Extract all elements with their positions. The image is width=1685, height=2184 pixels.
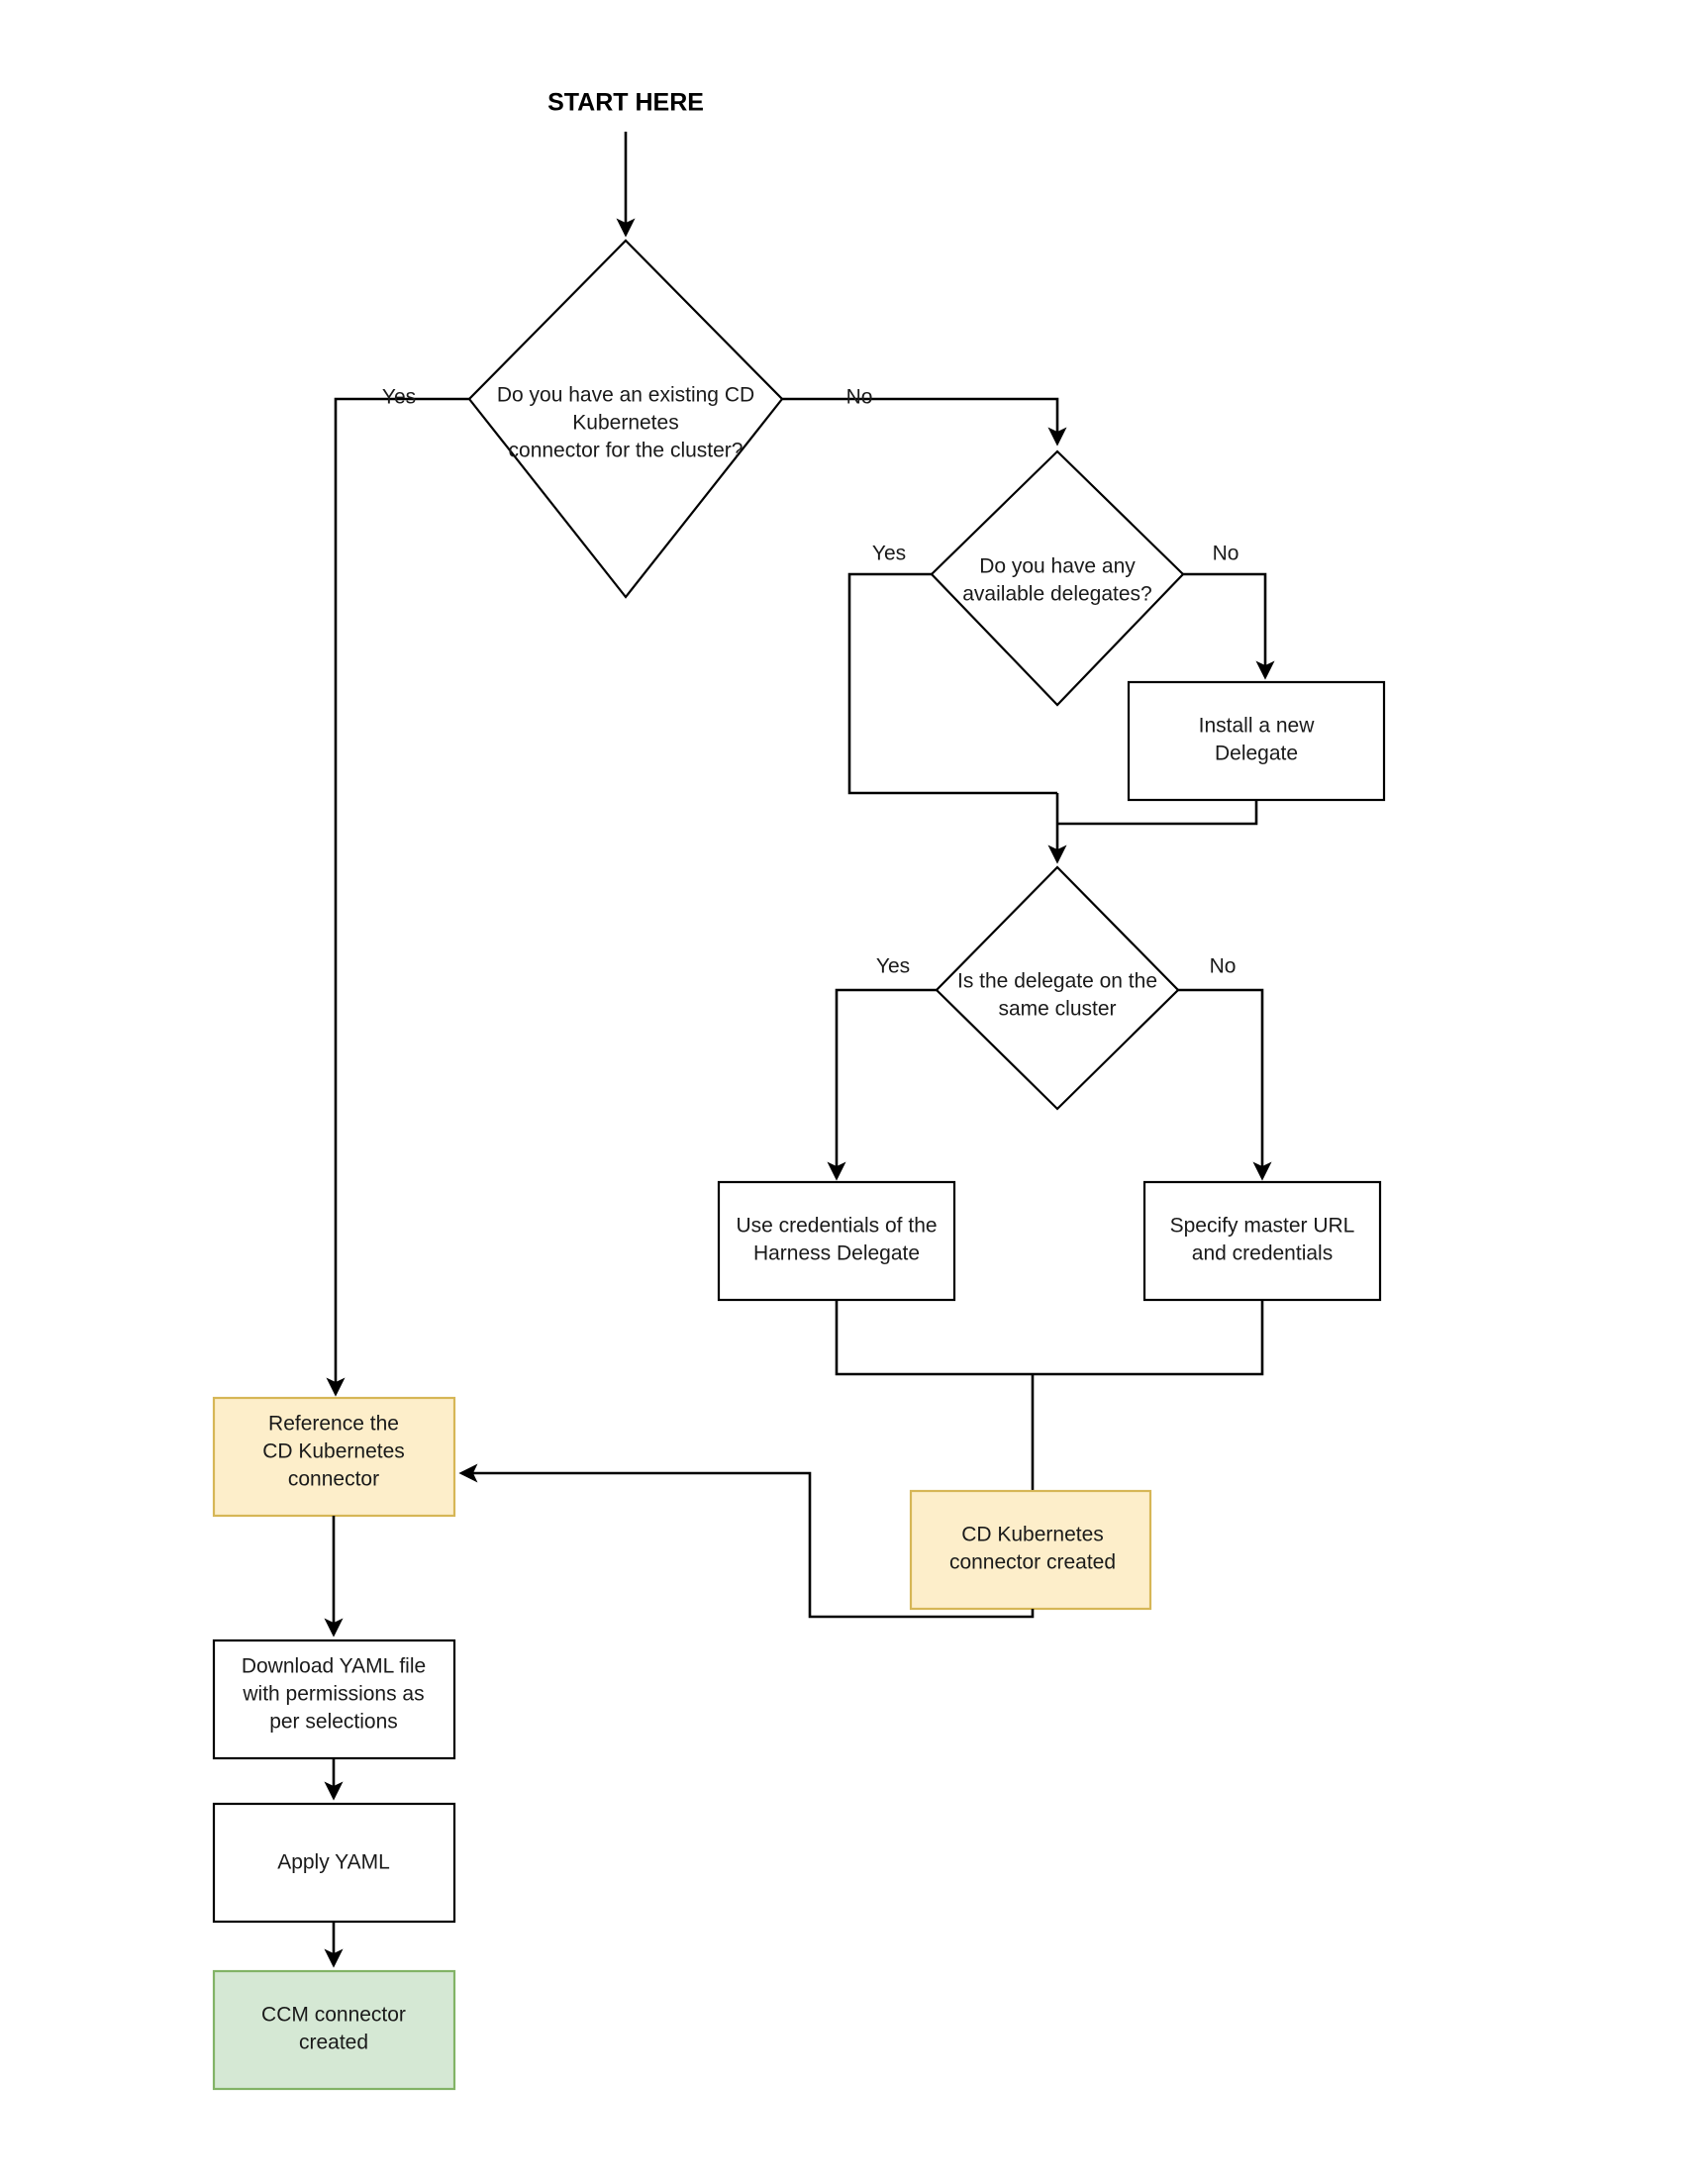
process-use-delegate-credentials-line-2: Harness Delegate (753, 1242, 920, 1265)
decision-delegate-same-cluster[interactable] (935, 865, 1180, 1111)
process-cd-connector-created-line-1: CD Kubernetes (961, 1524, 1104, 1546)
edge-label-d2-no: No (1213, 543, 1239, 565)
edge-label-d1-no: No (846, 386, 873, 409)
process-specify-master-url[interactable] (1142, 1180, 1382, 1302)
process-apply-yaml-line-1: Apply YAML (277, 1851, 390, 1874)
edge-label-d3-no: No (1210, 955, 1237, 978)
process-ccm-connector-created[interactable] (212, 1969, 456, 2091)
process-download-yaml-line-2: with permissions as (242, 1683, 424, 1706)
process-install-new-delegate-line-2: Delegate (1215, 743, 1298, 765)
edge-d2-yes (847, 572, 1057, 795)
edge-d3-yes (827, 988, 937, 1181)
decision-delegate-same-cluster-line-2: same cluster (998, 998, 1116, 1021)
decision-existing-cd-connector-line-3: connector for the cluster? (509, 440, 743, 462)
decision-available-delegates-line-1: Do you have any (979, 555, 1136, 578)
edge-d2-no (1183, 572, 1275, 680)
decision-delegate-same-cluster-line-1: Is the delegate on the (957, 970, 1157, 993)
decision-available-delegates-line-2: available delegates? (962, 583, 1151, 606)
decision-existing-cd-connector[interactable] (467, 239, 784, 599)
process-download-yaml-line-3: per selections (269, 1711, 398, 1734)
edge-install-to-d3-join (1057, 800, 1258, 826)
process-ccm-connector-created-line-1: CCM connector (261, 2004, 406, 2027)
process-install-new-delegate[interactable] (1127, 680, 1386, 802)
edge-d1-yes (326, 397, 469, 1397)
process-ccm-connector-created-line-2: created (299, 2032, 368, 2054)
process-cd-connector-created[interactable] (909, 1489, 1152, 1611)
edge-cd-created-to-reference (458, 1463, 1035, 1619)
edge-label-d3-yes: Yes (876, 955, 910, 978)
edge-label-d1-yes: Yes (382, 386, 416, 409)
process-reference-cd-connector-line-2: CD Kubernetes (262, 1440, 405, 1463)
edge-merge-to-cd-created (835, 1300, 1264, 1376)
edge-d1-no (782, 397, 1067, 447)
process-reference-cd-connector-line-3: connector (288, 1468, 379, 1491)
start-here-label: START HERE (547, 89, 704, 117)
process-cd-connector-created-line-2: connector created (949, 1551, 1116, 1574)
process-specify-master-url-line-2: and credentials (1192, 1242, 1333, 1265)
process-use-delegate-credentials-line-1: Use credentials of the (736, 1215, 937, 1238)
decision-existing-cd-connector-line-1: Do you have an existing CD (497, 384, 754, 407)
process-reference-cd-connector-line-1: Reference the (268, 1413, 399, 1436)
process-install-new-delegate-line-1: Install a new (1199, 715, 1316, 738)
process-apply-yaml[interactable] (212, 1802, 456, 1924)
decision-available-delegates[interactable] (930, 449, 1185, 707)
edge-label-d2-yes: Yes (872, 543, 906, 565)
process-specify-master-url-line-1: Specify master URL (1170, 1215, 1355, 1238)
process-download-yaml[interactable] (212, 1638, 456, 1760)
process-download-yaml-line-1: Download YAML file (242, 1655, 426, 1678)
process-reference-cd-connector[interactable] (212, 1396, 456, 1518)
edge-d3-no (1178, 988, 1272, 1181)
decision-existing-cd-connector-line-2: Kubernetes (572, 412, 678, 435)
process-use-delegate-credentials[interactable] (717, 1180, 956, 1302)
